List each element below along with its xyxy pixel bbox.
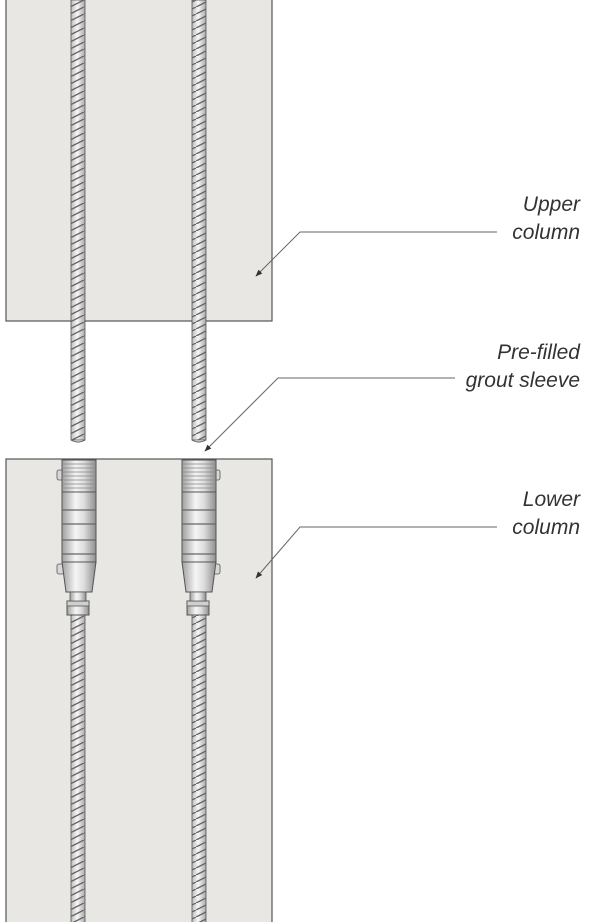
upper-column (5, 0, 273, 322)
lower-rebar-left (70, 613, 86, 922)
lower-rebar-right (191, 613, 207, 922)
leader-lower-column (255, 526, 497, 579)
leader-upper-column (255, 231, 497, 277)
upper-rebar-left (70, 0, 86, 443)
label-upper-column: Upper column (512, 191, 580, 247)
lower-column (5, 458, 273, 922)
leader-grout-sleeve (204, 377, 455, 452)
label-grout-sleeve: Pre-filled grout sleeve (466, 339, 580, 395)
upper-rebar-right (191, 0, 207, 443)
label-lower-column: Lower column (512, 486, 580, 542)
label-upper-column-line2: column (512, 221, 580, 244)
grout-sleeve-left (56, 459, 97, 616)
label-lower-column-line2: column (512, 516, 580, 539)
label-grout-sleeve-line2: grout sleeve (465, 369, 580, 392)
label-lower-column-line1: Lower (522, 488, 580, 511)
label-grout-sleeve-line1: Pre-filled (497, 341, 580, 364)
grout-sleeve-right (181, 459, 221, 616)
label-upper-column-line1: Upper (522, 193, 580, 216)
